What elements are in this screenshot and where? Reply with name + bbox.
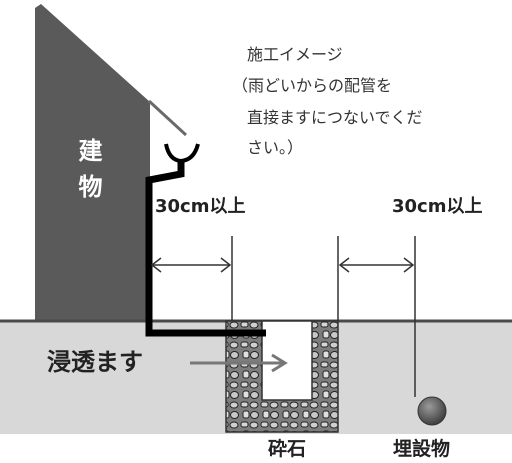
- right-dimension-arrowhead-left: [338, 257, 350, 273]
- left-dimension-arrowhead-left: [150, 257, 162, 273]
- note-line: （雨どいからの配管を: [232, 76, 393, 95]
- gutter: [164, 143, 200, 164]
- infiltration-basin-box: [261, 320, 313, 401]
- building-label: 建物: [74, 138, 102, 210]
- infiltration-basin-label: 浸透ます: [47, 348, 143, 376]
- buried-object-label: 埋設物: [393, 438, 451, 460]
- left-dimension-arrowhead-right: [220, 257, 232, 273]
- gravel-label: 砕石: [268, 438, 307, 460]
- roof-eave: [147, 99, 188, 137]
- building: [35, 4, 150, 320]
- downpipe: [145, 160, 266, 337]
- basin-pointer-arrowhead: [271, 353, 288, 373]
- note-title: 施工イメージ: [247, 45, 343, 64]
- right-dimension-arrowhead-right: [403, 257, 415, 273]
- note-line: さい。）: [247, 138, 304, 157]
- buried-object: [417, 396, 447, 426]
- left-dimension-label: 30cm以上: [155, 196, 246, 217]
- note-line: 直接ますにつないでくだ: [247, 108, 423, 127]
- right-dimension-label: 30cm以上: [392, 196, 483, 217]
